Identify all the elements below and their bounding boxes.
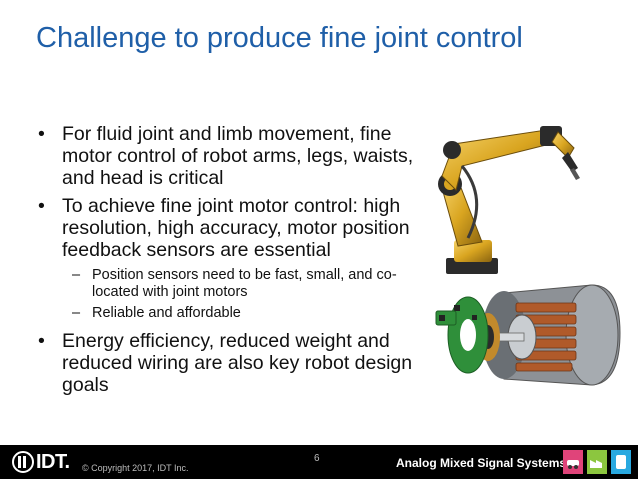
copyright-text: © Copyright 2017, IDT Inc. — [82, 463, 189, 473]
bullet-text: For fluid joint and limb movement, fine … — [62, 123, 414, 189]
page-number: 6 — [314, 453, 320, 464]
bullet-item: • For fluid joint and limb movement, fin… — [34, 123, 414, 189]
bullet-text: To achieve fine joint motor control: hig… — [62, 195, 410, 261]
bullet-item: • To achieve fine joint motor control: h… — [34, 195, 414, 261]
idt-logo-icon — [12, 451, 34, 473]
dash-glyph: – — [72, 305, 81, 321]
footer-bar: IDT. © Copyright 2017, IDT Inc. 6 Analog… — [0, 445, 638, 479]
automotive-icon — [562, 449, 584, 475]
bullet-glyph: • — [38, 330, 45, 352]
sub-bullet-list: – Position sensors need to be fast, smal… — [34, 267, 414, 322]
footer-title: Analog Mixed Signal Systems — [396, 456, 567, 470]
bullet-item: • Energy efficiency, reduced weight and … — [34, 330, 414, 396]
sub-bullet-item: – Position sensors need to be fast, smal… — [34, 267, 414, 301]
bullet-list: • For fluid joint and limb movement, fin… — [34, 123, 414, 402]
bullet-glyph: • — [38, 195, 45, 217]
slide-title: Challenge to produce fine joint control — [36, 22, 523, 54]
sub-bullet-text: Position sensors need to be fast, small,… — [92, 267, 397, 300]
robot-arm-image — [438, 126, 580, 274]
footer-icons — [562, 449, 632, 475]
consumer-icon — [610, 449, 632, 475]
sub-bullet-item: – Reliable and affordable — [34, 305, 414, 322]
logo-text: IDT. — [36, 450, 70, 473]
bullet-text: Energy efficiency, reduced weight and re… — [62, 330, 413, 396]
motor-cutaway-image — [435, 284, 621, 386]
dash-glyph: – — [72, 267, 81, 283]
industrial-icon — [586, 449, 608, 475]
idt-logo: IDT. — [12, 451, 70, 473]
bullet-glyph: • — [38, 123, 45, 145]
sub-bullet-text: Reliable and affordable — [92, 305, 241, 321]
